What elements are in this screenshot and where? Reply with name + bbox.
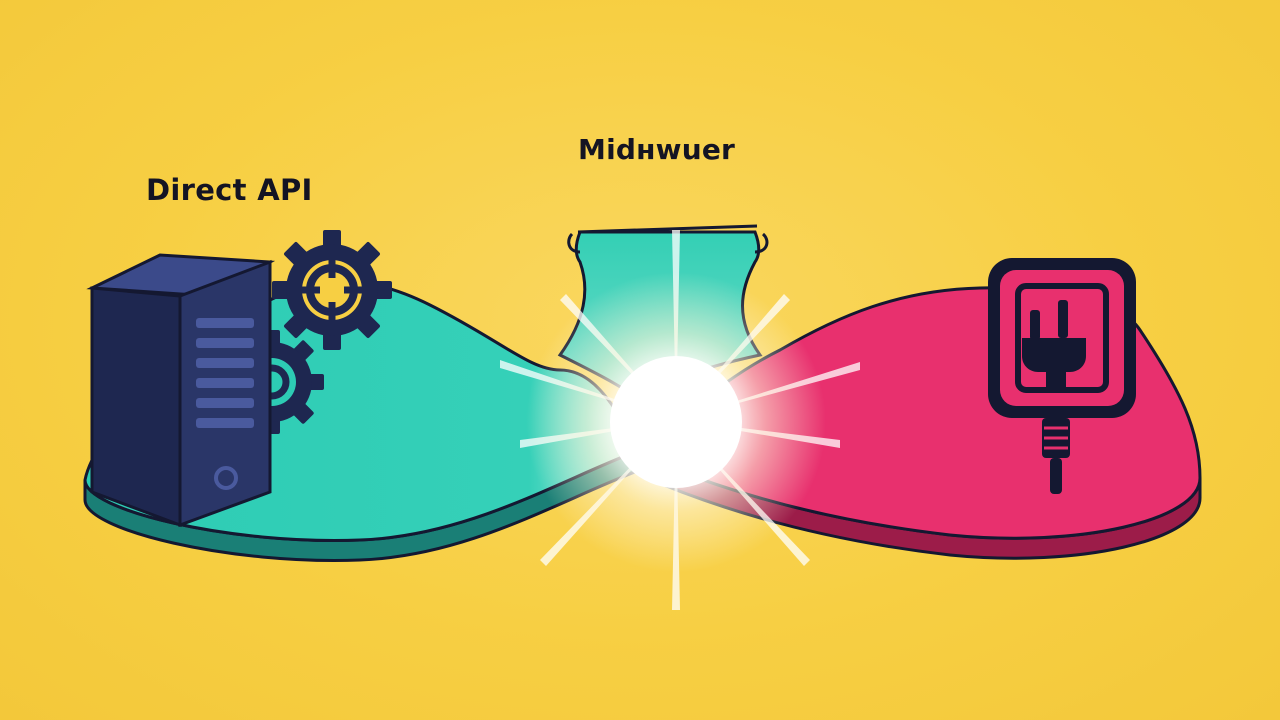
plug-icon bbox=[988, 258, 1136, 494]
gear-icon bbox=[272, 230, 392, 350]
direct-api-label: Direct API bbox=[146, 173, 313, 207]
light-burst-icon bbox=[500, 230, 860, 610]
server-icon bbox=[86, 253, 276, 528]
middleware-label: Midнwuer bbox=[578, 133, 736, 166]
